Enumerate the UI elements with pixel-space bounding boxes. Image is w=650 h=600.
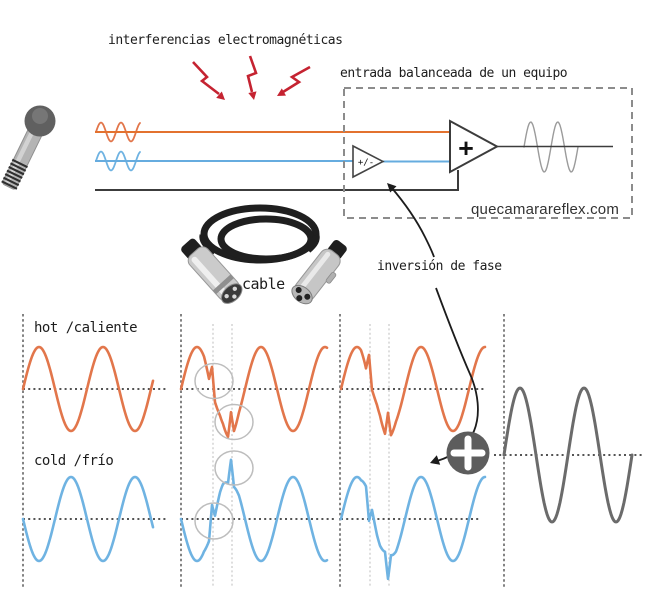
signal-lines <box>95 131 459 191</box>
hot-with-noise-wave <box>179 345 329 439</box>
noise-highlight-circle <box>194 362 234 400</box>
sum-plus-icon <box>450 435 486 471</box>
lightning-arrow-icon <box>192 61 225 100</box>
balanced-input-box <box>343 87 633 219</box>
cable-label: cable <box>242 275 285 293</box>
waveform-panels <box>21 121 643 589</box>
lightning-arrow-icon <box>246 55 258 100</box>
hot-signal-label: hot /caliente <box>34 320 138 336</box>
mic-hot-signal-wave <box>95 121 141 143</box>
lightning-arrow-icon <box>277 65 311 96</box>
ground-wire <box>95 170 459 191</box>
mic-cold-signal-wave <box>95 150 141 172</box>
summed-output-wave <box>502 386 634 524</box>
phase-inversion-label: inversión de fase <box>377 259 502 274</box>
cold-with-noise-wave <box>179 458 329 563</box>
cold-reinverted-wave <box>339 475 487 581</box>
summing-amp-label: + <box>458 133 473 162</box>
xlr-female-connector <box>291 240 347 305</box>
cold-clean-wave <box>21 475 155 563</box>
sum-node <box>446 431 490 475</box>
hot-clean-wave <box>21 345 155 433</box>
cold-signal-label: cold /frío <box>34 453 114 469</box>
watermark: quecamarareflex.com <box>471 201 620 218</box>
noise-highlight-circle <box>214 450 254 486</box>
balanced-input-title: entrada balanceada de un equipo <box>340 66 568 81</box>
curved-arrow-icon <box>387 183 479 465</box>
interference-title: interferencias electromagnéticas <box>108 33 343 48</box>
microphone-illustration <box>1 105 56 190</box>
inverter-amp-label: +/- <box>358 158 374 168</box>
noise-highlight-circle <box>214 403 254 441</box>
hot-before-sum-wave <box>339 345 487 437</box>
summing-amp: + <box>449 119 500 174</box>
xlr-male-connector <box>181 238 243 304</box>
interference-arrows <box>192 55 311 100</box>
phase-inverter-amp: +/- <box>352 144 385 179</box>
xlr-cable-illustration <box>181 204 347 305</box>
noise-highlight-circle <box>194 502 234 540</box>
